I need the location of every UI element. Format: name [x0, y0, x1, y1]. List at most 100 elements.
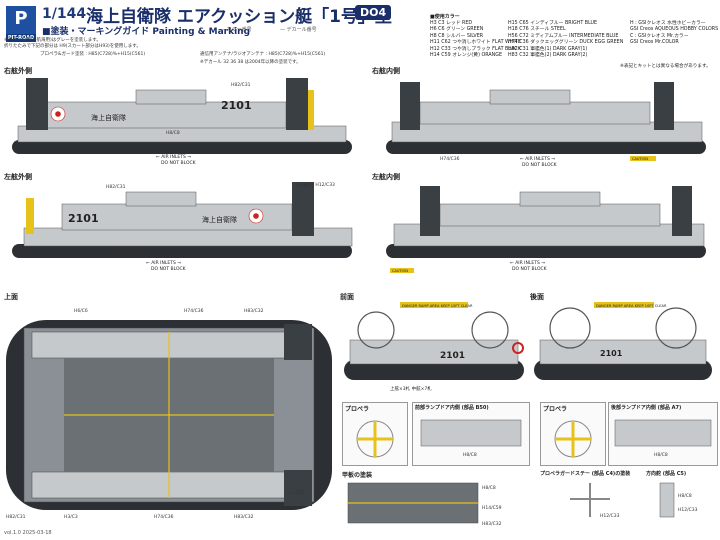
forward-arrow: ← 前方: [290, 491, 305, 496]
svg-text:海上自衛隊: 海上自衛隊: [202, 215, 237, 224]
svg-text:H8/C8: H8/C8: [482, 485, 496, 491]
danger-sign: [400, 302, 468, 308]
color-table-row: H6 C6 グリーン GREEN: [430, 27, 484, 33]
front-ramp-detail: 前部ランプドア内側 (部品 B50) H8/C8: [412, 402, 530, 466]
svg-text:DO NOT BLOCK: DO NOT BLOCK: [151, 266, 187, 272]
page-subtitle: ■塗装・マーキングガイド Painting & Marking: [42, 27, 251, 37]
skirt: [12, 140, 352, 154]
callout-h82c31: H82/C31: [231, 82, 251, 88]
svg-text:DO NOT BLOCK: DO NOT BLOCK: [522, 162, 558, 168]
svg-text:H12/C33: H12/C33: [600, 513, 620, 519]
propeller-detail: プロペラ: [342, 402, 408, 466]
section-top: 上面: [4, 293, 18, 301]
hull-name: 海上自衛隊: [91, 113, 126, 122]
propeller-guard: [286, 78, 308, 130]
do-not-block-label: DO NOT BLOCK: [161, 160, 197, 166]
deck-paint-detail: 甲板の塗装 H8/C8 H14/C59 H83/C32: [342, 472, 502, 527]
svg-text:← AIR INLETS →: ← AIR INLETS →: [520, 156, 555, 162]
top-view: H6/C6 H74/C36 H83/C32 H82/C31 H3/C3 H74/…: [6, 308, 332, 520]
svg-text:H83/C32: H83/C32: [482, 521, 502, 527]
section-port-inner: 左舷内側: [372, 173, 400, 181]
superstructure: [35, 101, 287, 129]
propeller-guard-ring: [549, 307, 591, 349]
svg-text:← AIR INLETS →: ← AIR INLETS →: [146, 260, 181, 266]
life-ring: [512, 342, 524, 354]
svg-text:上舷×3札 中舷×7札: 上舷×3札 中舷×7札: [390, 385, 432, 392]
version-label: vol.1.0 2025-03-18: [4, 530, 52, 536]
caution-label: CAUTION: [632, 157, 648, 161]
port-structure: [31, 331, 305, 359]
bridge: [135, 89, 207, 105]
rear-propeller-detail: プロペラ: [540, 402, 606, 466]
section-port-outer: 左舷外側: [4, 173, 32, 181]
svg-text:H74/C36: H74/C36: [440, 156, 460, 162]
propeller-guard: [284, 470, 312, 506]
rudder-detail: 方向舵 (部品 C5) H8/C8 H12/C33: [646, 470, 716, 528]
legend-color-number: — カラー番号: [220, 27, 252, 33]
svg-text:H82/C31: H82/C31: [6, 514, 26, 520]
scale-label: 1/144: [42, 6, 87, 22]
svg-text:H83/C32: H83/C32: [234, 514, 254, 520]
hull-number: 2101: [68, 212, 99, 225]
svg-text:DANGER RAMP AREA KEEP 10FT CLE: DANGER RAMP AREA KEEP 10FT CLEAR: [402, 304, 473, 308]
svg-text:DO NOT BLOCK: DO NOT BLOCK: [512, 266, 548, 272]
section-starboard-outer: 右舷外側: [4, 67, 32, 75]
color-table-row: H18 C76 スチール STEEL: [508, 27, 566, 33]
svg-text:2101: 2101: [440, 351, 465, 361]
color-table-row: H12 C33 つや消しブラック FLAT BLACK: [430, 46, 521, 52]
propeller-guard: [654, 82, 674, 130]
svg-text:H8/C8: H8/C8: [463, 452, 477, 458]
port-inner-view: CAUTION ← AIR INLETS → DO NOT BLOCK: [386, 186, 706, 273]
propeller-guard: [26, 78, 48, 130]
svg-text:H82/C31: H82/C31: [106, 184, 126, 190]
rear-view: DANGER RAMP AREA KEEP 10FT CLEAR 2101: [534, 302, 712, 380]
svg-text:DANGER RAMP AREA KEEP 10FT CLE: DANGER RAMP AREA KEEP 10FT CLEAR: [596, 304, 667, 308]
pit-road-logo: P PIT-ROAD: [6, 6, 36, 42]
section-rear: 後面: [530, 293, 544, 301]
legend-decal-number: — デカール番号: [280, 27, 317, 33]
color-table-row: H82 C31 軍艦色(1) DARK GRAY(1): [508, 46, 588, 52]
color-table-col3: H : GSIクレオス 水性ホビーカラー GSI Creos AQUEOUS H…: [630, 21, 719, 46]
color-table-row: H15 C65 インディブルー BRIGHT BLUE: [508, 21, 598, 26]
propeller-guard: [400, 82, 420, 130]
color-table-row: H83 C32 軍艦色(2) DARK GRAY(2): [508, 53, 588, 59]
guard-stay-detail: プロペラガードステー (部品 C4)の塗装 H12/C33: [540, 471, 631, 519]
svg-text:H83/C32: H83/C32: [244, 308, 264, 314]
front-view: DANGER RAMP AREA KEEP 10FT CLEAR 2101 上舷…: [344, 302, 524, 392]
color-table-row: H74 C36 ダックエッググリーン DUCK EGG GREEN: [508, 40, 624, 46]
propeller-guard-ring: [471, 311, 509, 349]
section-starboard-inner: 右舷内側: [372, 67, 400, 75]
page-title: 海上自衛隊 エアクッション艇「1号」型: [86, 7, 392, 27]
callout-direction-light: 方向舵灯 H12/C33: [296, 181, 335, 188]
propeller-guard-ring: [655, 307, 697, 349]
color-table-row: H11 C62 つや消しホワイト FLAT WHITE: [430, 40, 521, 46]
color-table-row: H14 C59 オレンジ(黄) ORANGE: [430, 53, 502, 59]
port-outer-view: 2101 海上自衛隊 ← AIR INLETS → DO NOT BLOCK 方…: [12, 181, 353, 272]
logo-subtext: PIT-ROAD: [6, 34, 36, 42]
antenna-note: 通信用アンテナ/ラジオアンテナ : H85(C728)%+H15(C561): [200, 52, 326, 57]
svg-text:H12/C33: H12/C33: [678, 507, 698, 513]
svg-text:H8/C8: H8/C8: [678, 493, 692, 499]
svg-text:CAUTION: CAUTION: [392, 269, 408, 273]
starboard-inner-view: CAUTION ← AIR INLETS → DO NOT BLOCK H74/…: [386, 82, 706, 168]
decal-note: ※デカール 32 36 38 は2004年以降の塗装です。: [200, 60, 301, 65]
ramp-stripe: [26, 198, 34, 234]
svg-text:H3/C3: H3/C3: [64, 514, 78, 520]
propeller-guard: [672, 186, 692, 236]
svg-text:H74/C36: H74/C36: [184, 308, 204, 314]
callout-h8c8: H8/C8: [166, 130, 180, 136]
color-table-row: H3 C3 レッド RED: [430, 21, 473, 26]
caution-plate: [630, 156, 656, 161]
svg-text:H8/C8: H8/C8: [126, 250, 140, 256]
kit-code-badge: DO4: [355, 5, 392, 20]
propeller-note: プロペラ&ガード塗装 : H85(C728)%+H15(C561): [40, 52, 146, 57]
caution-plate: [390, 268, 414, 273]
hull-number: 2101: [221, 99, 252, 112]
color-table-row: H56 C72 ミディアムブルー INTERMEDIATE BLUE: [508, 33, 619, 39]
danger-sign: [594, 302, 654, 308]
color-table-row: H8 C8 シルバー SILVER: [430, 33, 484, 39]
propeller-guard: [420, 186, 440, 236]
